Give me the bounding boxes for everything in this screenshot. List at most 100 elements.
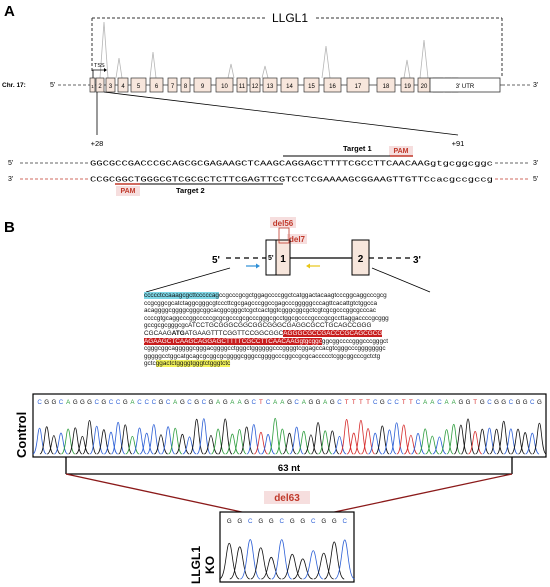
base-call: A (273, 399, 278, 406)
sequence-line: AGAAGCTCAAGCAGGAGCTTTTCGCCTTCAACAAGgtgcg… (144, 337, 429, 346)
sequence-segment: CGCAAG (144, 329, 172, 337)
trace-peak (411, 432, 426, 455)
base-call: T (473, 399, 477, 406)
exon-box-19 (400, 77, 415, 93)
sequence-segment: ccccgtgcaggcccggcccccgcgcgcccgcgcccgggcg… (144, 314, 389, 322)
base-call: G (101, 399, 106, 406)
panel-a-label: A (4, 3, 15, 20)
trace-peak (139, 432, 154, 455)
trace-peak (75, 435, 90, 455)
exon-label-14: 14 (286, 84, 293, 90)
trace-peak (32, 427, 47, 455)
base-call: G (223, 399, 228, 406)
trace-peak (518, 432, 533, 455)
exon-box-11 (236, 77, 248, 93)
exon-label-2: 2 (98, 84, 102, 90)
base-call: G (516, 399, 521, 406)
trace-peak (334, 539, 356, 580)
exon-label-17: 17 (355, 84, 362, 90)
trace-peak (510, 428, 526, 455)
chr-five-prime: 5' (50, 82, 55, 89)
bottom-strand-seq: CCGCGGCTGGGCGTCGCGCTCTTCGAGTTCGTCCTCGAAA… (90, 177, 493, 185)
trace-peak (182, 436, 197, 455)
base-call: A (445, 399, 450, 406)
model-three-prime: 3' (413, 255, 421, 266)
position-left: +28 (91, 139, 104, 148)
sequence-line: gctcggactctggggtgggtctgggtctc (144, 360, 429, 368)
trace-peak (468, 430, 483, 455)
sequence-line: gccgcgcgggcgcATCCTGCGGGCGGCGGCGGGCGAGGCG… (144, 322, 429, 330)
bottom-strand-3prime: 3' (8, 176, 13, 183)
trace-peak (261, 556, 282, 580)
trace-peak (324, 541, 345, 580)
base-call: A (230, 399, 235, 406)
ko-label-line1: LLGL1 (189, 546, 203, 584)
top-strand-5prime: 5' (8, 160, 13, 167)
base-call: T (259, 399, 263, 406)
chr-three-prime: 3' (533, 82, 538, 89)
base-call: G (287, 399, 292, 406)
trace-peak (261, 434, 276, 455)
trace-peak (282, 432, 297, 455)
base-call: C (343, 518, 348, 525)
exon-label-16: 16 (329, 84, 336, 90)
base-call: C (530, 399, 535, 406)
exon-box-15 (303, 77, 320, 93)
base-call: C (294, 399, 299, 406)
base-call: G (269, 518, 274, 525)
trace-peak (289, 426, 304, 455)
ko-trace (219, 539, 356, 580)
exon-box-3 (105, 77, 116, 93)
trace-peak (525, 432, 540, 455)
sequence-segment: cgggcggcagggggcgggacggggcctgggctggggggcc… (144, 345, 386, 353)
tss-label: TSS (94, 63, 105, 69)
base-call: G (380, 399, 385, 406)
position-right: +91 (452, 139, 465, 148)
base-call: C (280, 518, 285, 525)
pam1-box (389, 146, 413, 156)
base-call: C (116, 399, 121, 406)
base-call: C (144, 399, 149, 406)
base-call: T (409, 399, 413, 406)
trace-peak (103, 431, 118, 455)
base-call: G (332, 518, 337, 525)
trace-peak (110, 421, 126, 455)
base-call: G (227, 518, 232, 525)
forward-primer-arrow-icon (246, 263, 260, 269)
trace-peak (96, 429, 111, 455)
exon-label-5: 5 (137, 84, 141, 90)
base-call: C (152, 399, 157, 406)
base-call: C (248, 518, 253, 525)
sequence-line: cgggcggcagggggcgggacggggcctgggctggggggcc… (144, 345, 429, 353)
target2-label: Target 2 (176, 186, 205, 195)
sequence-segment: ccgcccgcgctggagccccggctcatggactacaagtccc… (218, 292, 387, 299)
base-call: A (302, 399, 307, 406)
exon-label-13: 13 (267, 84, 274, 90)
chromosome-label: Chr. 17: (2, 82, 26, 89)
base-call: C (416, 399, 421, 406)
base-call: G (209, 399, 214, 406)
utr-box (429, 77, 501, 93)
exon-label-1: 1 (91, 84, 94, 89)
exon-box-2 (95, 77, 105, 93)
zoom-line-right (103, 91, 459, 136)
base-call: A (216, 399, 221, 406)
trace-peak (432, 436, 447, 455)
base-call: G (316, 399, 321, 406)
utr-label: 3' UTR (456, 84, 475, 90)
base-call: A (430, 399, 435, 406)
base-call: C (509, 399, 514, 406)
gene-bracket (91, 17, 503, 78)
base-call: G (237, 518, 242, 525)
trace-peak (82, 419, 97, 455)
sequence-line: ccccctccaaagcgcttcccccagccgcccgcgctggagc… (144, 292, 429, 300)
trace-peak (375, 425, 390, 455)
trace-peak (403, 434, 418, 455)
base-call: G (309, 399, 314, 406)
trace-peak (489, 428, 504, 455)
exon-box-12 (249, 77, 261, 93)
sequence-line: gggggcctggcatgcagcgcggcgcggggcgggccggggc… (144, 353, 429, 361)
trace-peak (225, 433, 240, 455)
